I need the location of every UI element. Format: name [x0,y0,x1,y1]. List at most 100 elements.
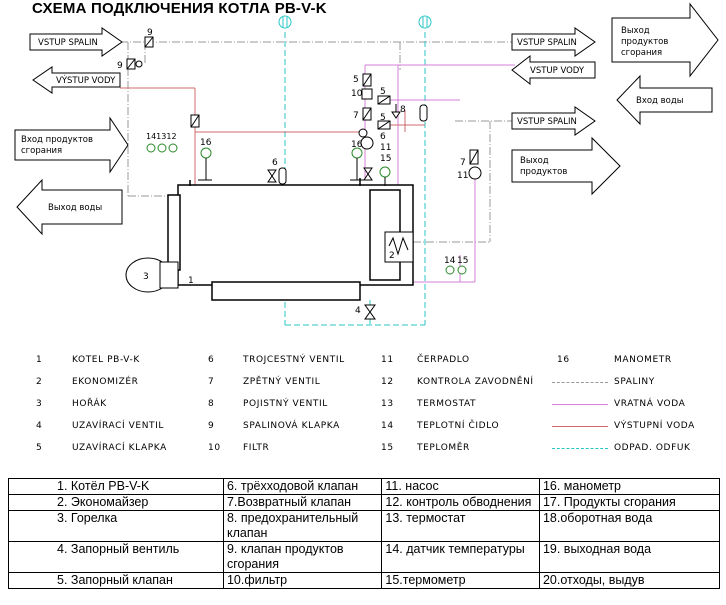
table-cell: 15.термометр [381,572,540,589]
arrow-vhod-vody-right [616,74,713,126]
legend-num: 4 [36,421,43,431]
legend-num: 12 [381,377,394,387]
arrow-vstup-spalin-right2 [511,106,596,136]
arrow-label-vystup-vody-left: VÝSTUP VODY [56,74,116,86]
legend-line-spaliny [552,382,608,383]
boiler-schematic: VSTUP SPALIN VÝSTUP VODY Вход продуктов … [14,2,719,326]
table-cell: 20.отходы, выдув [538,572,721,589]
table-cell: 1. Котёл PB-V-K [8,478,224,495]
table-cell: 7.Возвратный клапан [222,494,383,511]
arrow-label-vstup-vody-right: VSTUP VODY [530,66,585,76]
arrow-label-vhod-produktov-1: Вход продуктов [21,135,93,145]
legend-label: TEPLOTNÍ ČIDLO [417,421,500,431]
arrow-label-vstup-spalin-right: VSTUP SPALIN [517,38,577,48]
legend-label: MANOMETR [614,355,672,365]
legend-num: 15 [381,443,394,453]
legend-num: 13 [381,399,394,409]
component-number: 16 [200,138,212,148]
manometer-16 [200,147,212,159]
legend-label: VRATNÁ VODA [614,399,686,409]
arrow-label-vstup-spalin-left: VSTUP SPALIN [38,38,98,48]
component-number: 14 [444,256,456,266]
arrow-label-vyhod-produktov-top-2: продуктов [621,37,668,47]
component-number: 8 [400,105,406,115]
table-cell: 12. контроль обводнения [381,494,540,511]
top-flange-left [278,15,292,29]
legend-label: POJISTNÝ VENTIL [243,399,328,409]
table-cell: 13. термостат [381,510,540,542]
table-cell: 4. Запорный вентиль [8,541,224,573]
legend-num: 5 [36,443,43,453]
safety-valve-8 [391,104,428,122]
component-number: 7 [353,111,359,121]
legend-label: ODPAD. ODFUK [614,443,691,453]
table-cell: 11. насос [381,478,540,495]
legend-line-vystupni-voda [552,426,608,427]
arrow-vhod-produktov [14,116,129,174]
table-cell: 2. Экономайзер [8,494,224,511]
table-cell: 8. предохранительный клапан [222,510,383,542]
arrow-vyhod-produktov-top [611,2,719,78]
legend-num: 9 [208,421,215,431]
component-number: 7 [460,158,466,168]
arrow-label-vhod-vody-right: Вход воды [636,96,683,106]
legend-label: FILTR [243,443,270,453]
component-number: 9 [147,28,153,38]
component-number: 10 [351,89,363,99]
component-number: 141312 [146,132,177,141]
pump-11-right [468,166,482,180]
legend-label: SPALINY [614,377,655,387]
legend-num: 2 [36,377,43,387]
component-number: 5 [380,87,386,97]
table-cell: 14. датчик температуры [381,541,540,573]
table-cell: 10.фильтр [222,572,383,589]
legend-label: KOTEL PB-V-K [72,355,140,365]
legend-label: VÝSTUPNÍ VODA [614,421,695,431]
legend-label: TERMOSTAT [417,399,477,409]
component-number: 6 [272,158,278,168]
component-number: 2 [389,251,395,261]
component-number: 4 [355,306,361,316]
legend-label: EKONOMIZÉR [72,377,139,387]
arrow-label-vyhod-produktov-right-1: Выход [520,156,549,166]
arrow-vstup-vody-right [511,54,596,86]
component-number: 1 [188,276,194,286]
arrow-vstup-spalin-left [29,27,123,57]
legend-num: 3 [36,399,43,409]
legend-label: TEPLOMĚR [417,443,470,453]
filter-10 [361,88,373,100]
top-flange-right [418,15,432,29]
arrow-vyhod-vody-left [16,178,123,236]
pump-11 [360,136,374,150]
component-number: 6 [380,132,386,142]
legend-num: 8 [208,399,215,409]
legend-num: 10 [208,443,221,453]
legend-num: 11 [381,355,394,365]
shutoff-valve-4 [364,304,376,320]
legend-num: 6 [208,355,215,365]
legend-line-odpad [552,448,608,449]
page-title: СХЕМА ПОДКЛЮЧЕНИЯ КОТЛА PB-V-K [32,0,327,17]
economizer [384,231,414,263]
table-cell: 18.оборотная вода [538,510,721,542]
legend-label: ZPĚTNÝ VENTIL [243,377,321,387]
arrow-vyhod-produktov-right [511,136,621,196]
legend-num: 7 [208,377,215,387]
arrow-label-vyhod-vody-left: Выход воды [48,203,102,213]
legend-label: SPALINOVÁ KLAPKA [243,421,340,431]
component-number: 9 [117,61,123,71]
legend-num: 14 [381,421,394,431]
table-cell: 16. манометр [538,478,721,495]
boiler-base [211,281,361,301]
component-number: 5 [380,113,386,123]
component-number: 11 [457,171,468,181]
component-number: 3 [143,272,149,282]
flue-damper-9 [126,36,154,70]
table-cell: 9. клапан продуктов сгорания [222,541,383,573]
arrow-vystup-vody-left [32,66,121,94]
legend-label: UZAVÍRACÍ KLAPKA [72,443,167,453]
component-number: 15 [457,256,468,266]
